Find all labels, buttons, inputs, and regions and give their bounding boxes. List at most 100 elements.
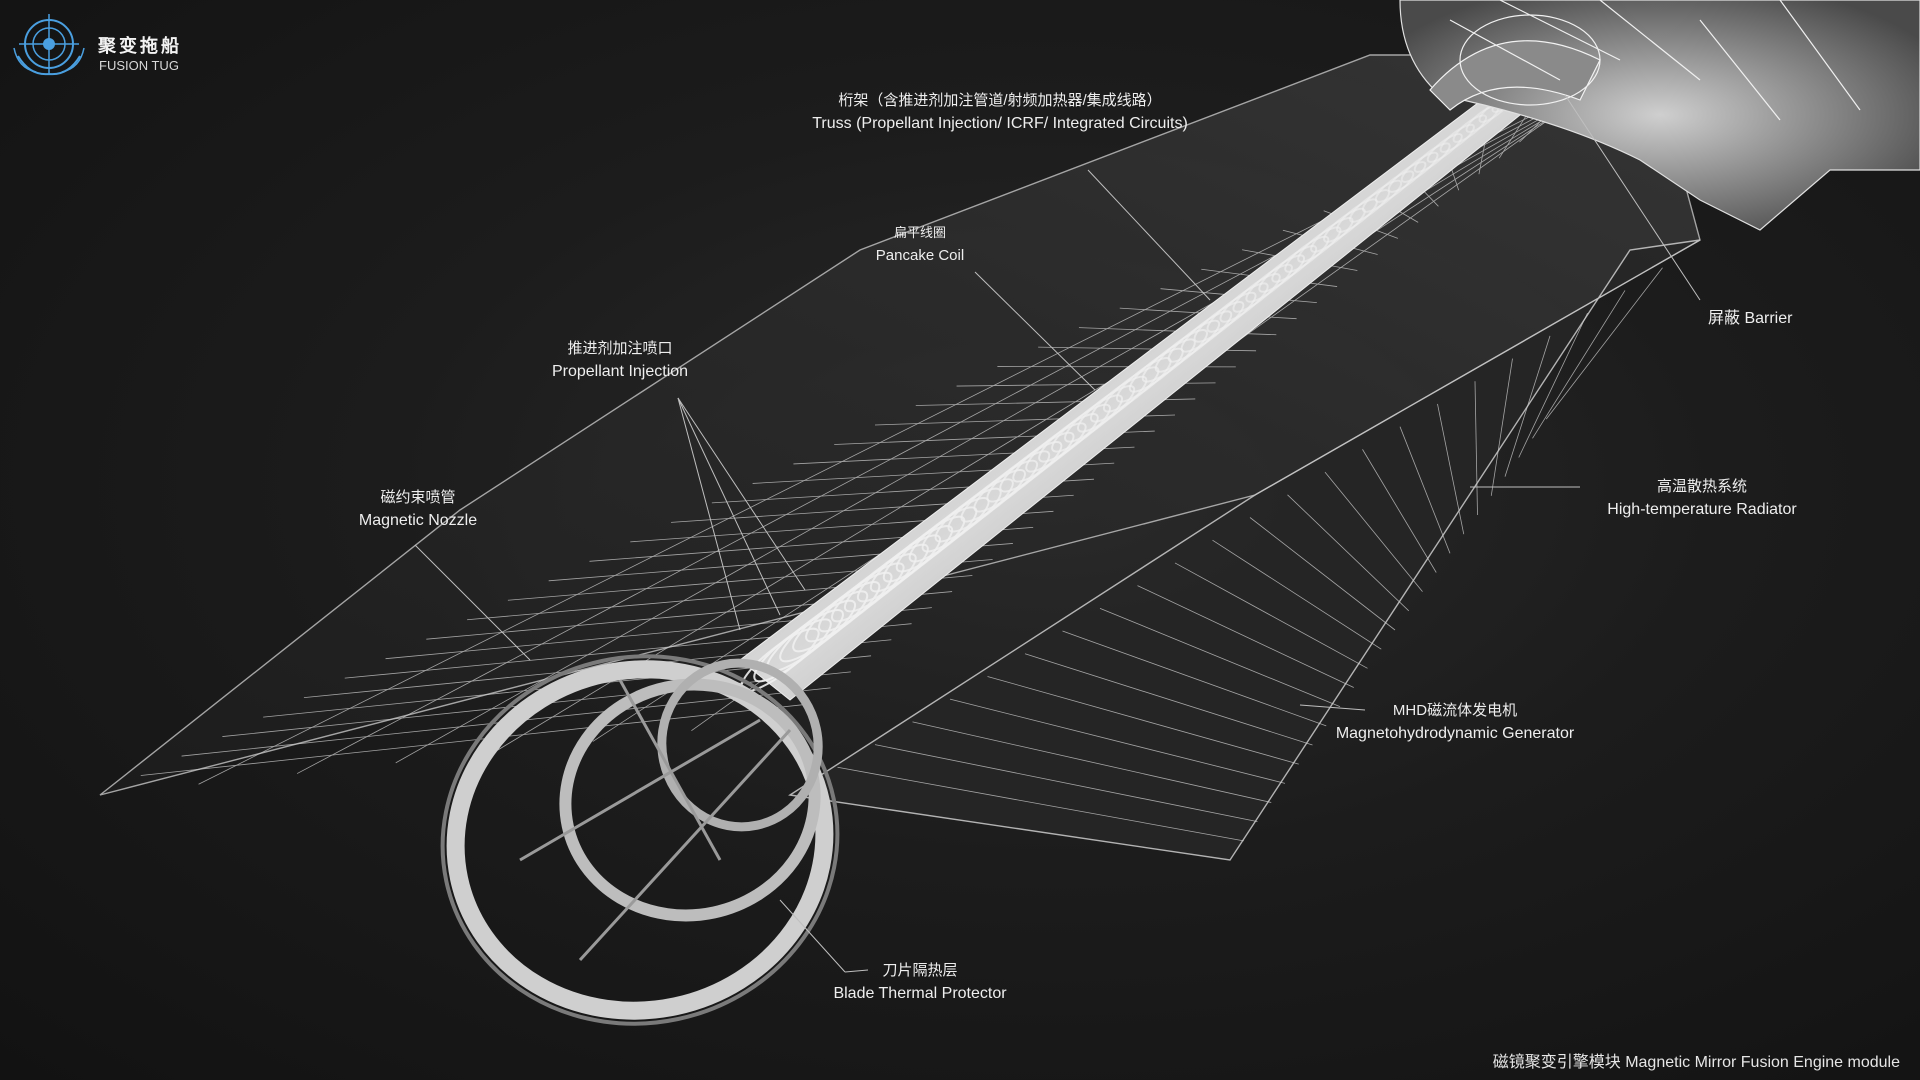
nozzle-ring-outer-edge	[440, 654, 840, 1026]
leader-blade	[844, 969, 869, 973]
radiator-panel-lower	[788, 239, 1701, 861]
radiator-grid-rung	[1362, 449, 1437, 573]
leader-blade-2	[779, 899, 846, 973]
truss-tube	[739, 74, 1546, 701]
pancake-coil-ring	[1219, 282, 1269, 323]
truss-label-cn: 桁架（含推进剂加注管道/射频加热器/集成线路）	[838, 92, 1162, 109]
radiator-grid-rung	[1324, 471, 1423, 592]
leader-nozzle	[414, 544, 531, 661]
radiator-grid-rung	[1174, 562, 1368, 669]
callout-magnetic-nozzle: 磁约束喷管 Magnetic Nozzle	[359, 487, 477, 533]
mhd-label-cn: MHD磁流体发电机	[1392, 702, 1518, 719]
nozzle-struts	[519, 679, 792, 962]
pancake-coil-label-cn: 扁平线圈	[893, 225, 947, 240]
radiator-grid-rung	[1437, 403, 1465, 535]
leader-propellant-1	[677, 397, 781, 616]
pancake-coil-ring	[1297, 226, 1342, 263]
leader-mhd	[1299, 704, 1366, 711]
radiator-grid-rung	[1287, 494, 1410, 612]
radiator-grid-rung	[1399, 426, 1451, 554]
callout-blade-protector: 刀片隔热层 Blade Thermal Protector	[833, 960, 1006, 1006]
pancake-coil-label-en: Pancake Coil	[875, 247, 965, 264]
leader-barrier	[1564, 94, 1701, 301]
leader-lines	[414, 94, 1701, 973]
pancake-coil-ring	[1193, 301, 1245, 343]
truss-label-en: Truss (Propellant Injection/ ICRF/ Integ…	[812, 115, 1188, 132]
radiator-label-cn: 高温散热系统	[1656, 478, 1748, 495]
callout-pancake-coil: 扁平线圈 Pancake Coil	[876, 222, 964, 268]
pancake-coil-ring	[1271, 245, 1318, 283]
pancake-coil-ring	[1038, 413, 1099, 463]
radiator-grid-rung	[1212, 539, 1382, 650]
radiator-grid-rung	[1504, 335, 1551, 477]
logo-title-en: FUSION TUG	[99, 58, 179, 73]
pancake-coil-ring	[1400, 151, 1439, 183]
callout-barrier: 屏蔽 Barrier	[1708, 310, 1793, 327]
pancake-coil-ring	[1323, 207, 1366, 243]
nozzle-ring-middle	[559, 678, 821, 922]
fusion-tug-logo: 聚变拖船 FUSION TUG	[10, 10, 200, 80]
radiator-grid-rung	[912, 721, 1272, 803]
radiator-grid-rung	[1498, 113, 1528, 159]
pancake-coil-ring	[1258, 254, 1306, 293]
radiator-grid-rung	[1545, 267, 1663, 420]
radiator-grid-rung	[140, 703, 811, 776]
pancake-coil-ring	[1064, 394, 1124, 443]
pancake-coil-ring	[1439, 123, 1475, 153]
pancake-coil-ring	[1232, 273, 1281, 313]
pancake-coil-ring	[1452, 114, 1488, 143]
pancake-coil-ring	[1413, 142, 1451, 173]
blade-protector-label-en: Blade Thermal Protector	[833, 985, 1007, 1002]
pancake-coil-ring	[1154, 329, 1208, 373]
callout-mhd-generator: MHD磁流体发电机 Magnetohydrodynamic Generator	[1336, 700, 1574, 746]
barrier-frame	[1449, 0, 1861, 121]
blade-protector-label-cn: 刀片隔热层	[882, 962, 958, 979]
magnetic-nozzle-label-cn: 磁约束喷管	[380, 489, 456, 506]
leader-propellant-3	[677, 397, 741, 631]
pancake-coil-ring	[1051, 403, 1111, 453]
pancake-coil-ring	[1167, 319, 1221, 363]
radiator-grid-rung	[1137, 585, 1354, 688]
pancake-coil-ring	[1426, 133, 1463, 163]
propellant-injection-label-cn: 推进剂加注喷口	[567, 340, 673, 357]
radiator-grid-rung	[1249, 517, 1396, 631]
radiator-grid-rung	[987, 676, 1299, 765]
callout-truss: 桁架（含推进剂加注管道/射频加热器/集成线路） Truss (Propellan…	[812, 90, 1188, 136]
leader-propellant-2	[677, 397, 806, 591]
pancake-coil-ring	[1090, 375, 1148, 423]
radiator-grid-rung	[1099, 607, 1341, 708]
pancake-coil-ring	[1284, 235, 1330, 273]
radiator-grid-rung	[874, 744, 1258, 823]
radiator-grid-rung	[1518, 312, 1588, 458]
radiator-grid-rung	[1532, 290, 1626, 439]
radiator-grid-rung	[1024, 653, 1313, 746]
pancake-coil-ring	[1374, 170, 1415, 203]
pancake-coil-ring	[1180, 310, 1233, 353]
mhd-label-en: Magnetohydrodynamic Generator	[1335, 725, 1575, 742]
propellant-injection-label-en: Propellant Injection	[551, 363, 689, 380]
radiator-grid-rung	[837, 766, 1244, 842]
radiator-grid-rung	[1062, 630, 1327, 727]
barrier-structure	[1399, 0, 1920, 231]
radiator-grid-rung	[1474, 381, 1478, 516]
callout-radiator: 高温散热系统 High-temperature Radiator	[1607, 476, 1796, 522]
pancake-coil-ring	[1310, 217, 1354, 253]
radiator-label-en: High-temperature Radiator	[1607, 501, 1797, 518]
nozzle-ring-outer	[446, 660, 834, 1020]
magnetic-nozzle	[440, 654, 840, 1026]
logo-title-cn: 聚变拖船	[98, 36, 182, 57]
radiator-grid-rung	[1490, 358, 1513, 496]
pancake-coil-ring	[1077, 385, 1136, 433]
pancake-coil-ring	[1102, 366, 1160, 413]
leader-truss	[1087, 169, 1211, 301]
pancake-coil-ring	[1387, 161, 1427, 193]
pancake-coil-ring	[1115, 357, 1172, 403]
footer-caption: 磁镜聚变引擎模块 Magnetic Mirror Fusion Engine m…	[1492, 1054, 1900, 1071]
pancake-coil-ring	[1245, 263, 1293, 303]
leader-pancake	[974, 271, 1096, 391]
radiator-grid-rung	[949, 698, 1286, 784]
pancake-coil-ring	[1206, 291, 1257, 333]
pancake-coil-ring	[1361, 179, 1403, 213]
emblem-icon	[13, 14, 85, 76]
